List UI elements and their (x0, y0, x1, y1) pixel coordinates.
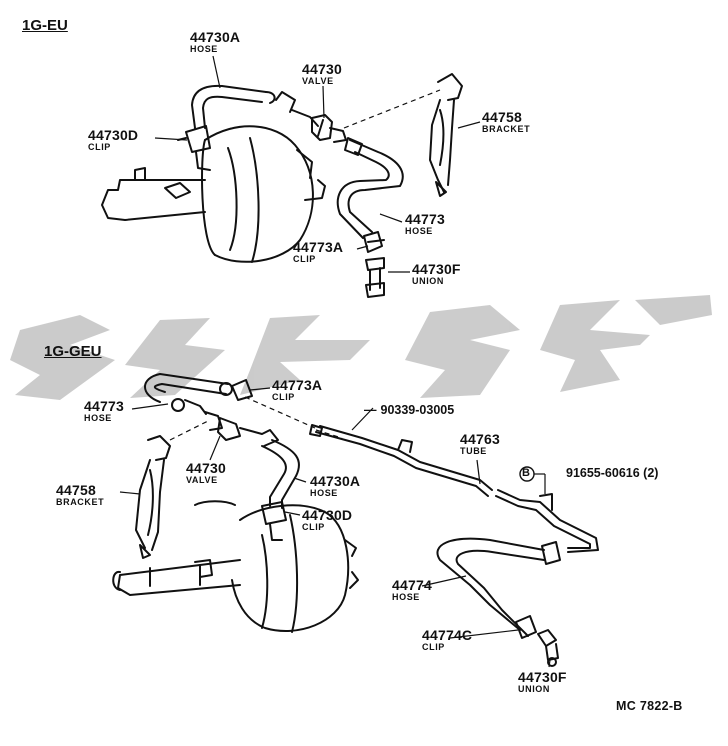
label-44773-top: 44773 HOSE (405, 211, 445, 236)
valve-44730-bottom (185, 400, 278, 446)
reference-code: MC 7822-B (616, 699, 683, 713)
label-44774: 44774 HOSE (392, 577, 432, 602)
label-44730d-bottom: 44730D CLIP (302, 507, 353, 532)
label-44730-bottom: 44730 VALVE (186, 460, 226, 485)
label-44773-bottom: 44773 HOSE (84, 398, 124, 423)
clip-44773a-top (364, 232, 384, 252)
section-title-bottom: 1G-GEU (44, 343, 102, 360)
watermark-logo (10, 295, 712, 400)
bottom-assembly (113, 374, 598, 666)
bracket-44758-bottom (136, 436, 170, 558)
brake-booster-bottom (113, 501, 358, 632)
valve-44730-top (276, 92, 346, 142)
clip-44774c (516, 616, 536, 638)
clip-44730d-top (178, 126, 210, 170)
label-44774c: 44774C CLIP (422, 627, 473, 652)
label-44773a-bottom: 44773A CLIP (272, 377, 323, 402)
label-44730a-top: 44730A HOSE (190, 29, 241, 54)
label-44758-bottom: 44758 BRACKET (56, 482, 105, 507)
top-assembly (102, 74, 462, 297)
label-44730d-top: 44730D CLIP (88, 127, 139, 152)
label-44773a-top: 44773A CLIP (293, 239, 344, 264)
top-leader-lines (155, 56, 480, 272)
label-44730a-bottom: 44730A HOSE (310, 473, 361, 498)
section-title-top: 1G-EU (22, 17, 68, 34)
hose-44773-bottom (145, 374, 232, 411)
clip-44773a-bottom (232, 380, 252, 400)
hose-44730a-bottom (262, 440, 299, 508)
bracket-44758-top (430, 74, 462, 196)
label-44730f-bottom: 44730F UNION (518, 669, 567, 694)
bolt-marker-letter: B (522, 467, 530, 479)
hose-44730a-top (192, 86, 275, 128)
tube-44763 (310, 425, 598, 552)
bolt-marker-circle (520, 467, 534, 481)
label-44730-top: 44730 VALVE (302, 61, 342, 86)
brake-booster-top (102, 126, 325, 262)
label-44758-top: 44758 BRACKET (482, 109, 531, 134)
hose-44774 (437, 539, 560, 636)
union-44730f-top (366, 258, 384, 297)
label-44763: 44763 TUBE (460, 431, 500, 456)
hose-44773-top (338, 138, 403, 238)
label-44730f-top: 44730F UNION (412, 261, 461, 286)
union-44730f-bottom (538, 630, 558, 666)
bottom-leader-lines (120, 388, 550, 667)
clip-44730d-bottom (262, 502, 286, 540)
label-91655-60616: 91655-60616 (2) (566, 466, 659, 480)
label-90339-03005: —90339-03005 (364, 403, 455, 417)
